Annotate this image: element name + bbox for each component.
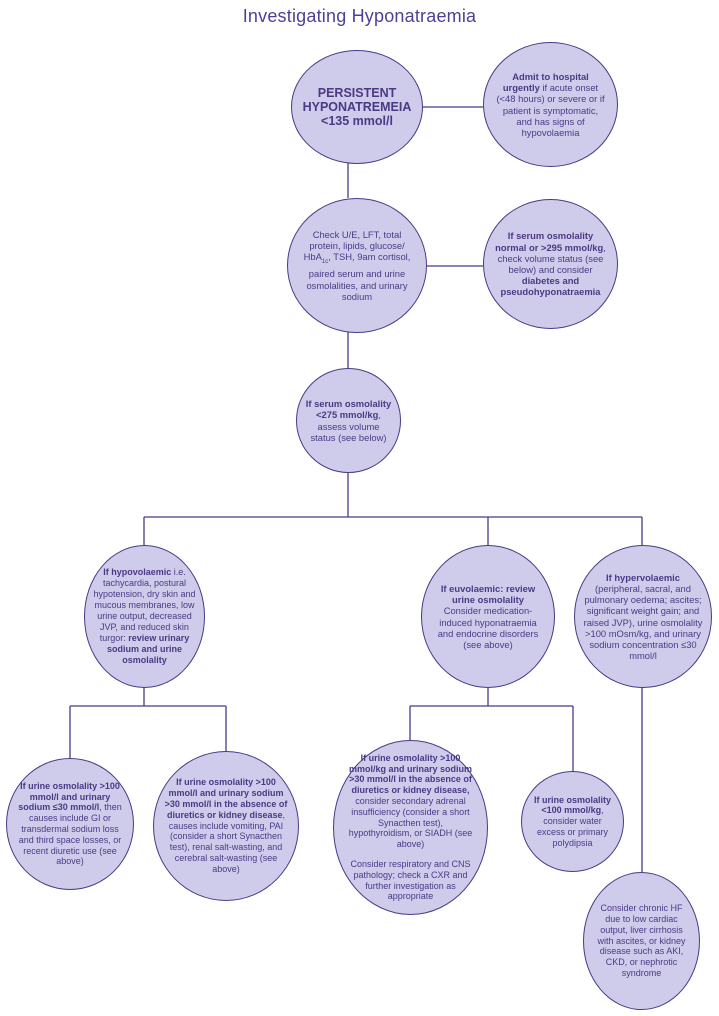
- node-euvolaemic-high-osmolality: If urine osmolality >100 mmol/kg and uri…: [333, 740, 488, 915]
- node-hypervolaemic: If hypervolaemic (peripheral, sacral, an…: [574, 545, 712, 688]
- node-euvolaemic: If euvolaemic: review urine osmolality C…: [421, 545, 555, 688]
- node-euvolaemic-low-osmolality: If urine osmolality <100 mmol/kg, consid…: [521, 771, 624, 872]
- node-admit-hospital: Admit to hospital urgently if acute onse…: [483, 42, 618, 167]
- node-serum-osmolality-normal: If serum osmolality normal or >295 mmol/…: [483, 199, 618, 329]
- page-title: Investigating Hyponatraemia: [242, 6, 477, 26]
- node-hypovolaemic: If hypovolaemic i.e. tachycardia, postur…: [84, 545, 205, 688]
- node-persistent-hyponatraemia: PERSISTENT HYPONATREMEIA <135 mmol/l: [291, 50, 423, 164]
- node-check-bloods: Check U/E, LFT, total protein, lipids, g…: [287, 198, 427, 333]
- node-urine-osmolality-high-sodium: If urine osmolality >100 mmol/l and urin…: [153, 751, 299, 901]
- node-serum-osmolality-low: If serum osmolality <275 mmol/kg, assess…: [296, 368, 401, 473]
- node-chronic-hf: Consider chronic HF due to low cardiac o…: [583, 872, 700, 1010]
- node-urine-osmolality-low-sodium: If urine osmolality >100 mmol/l and urin…: [6, 758, 134, 890]
